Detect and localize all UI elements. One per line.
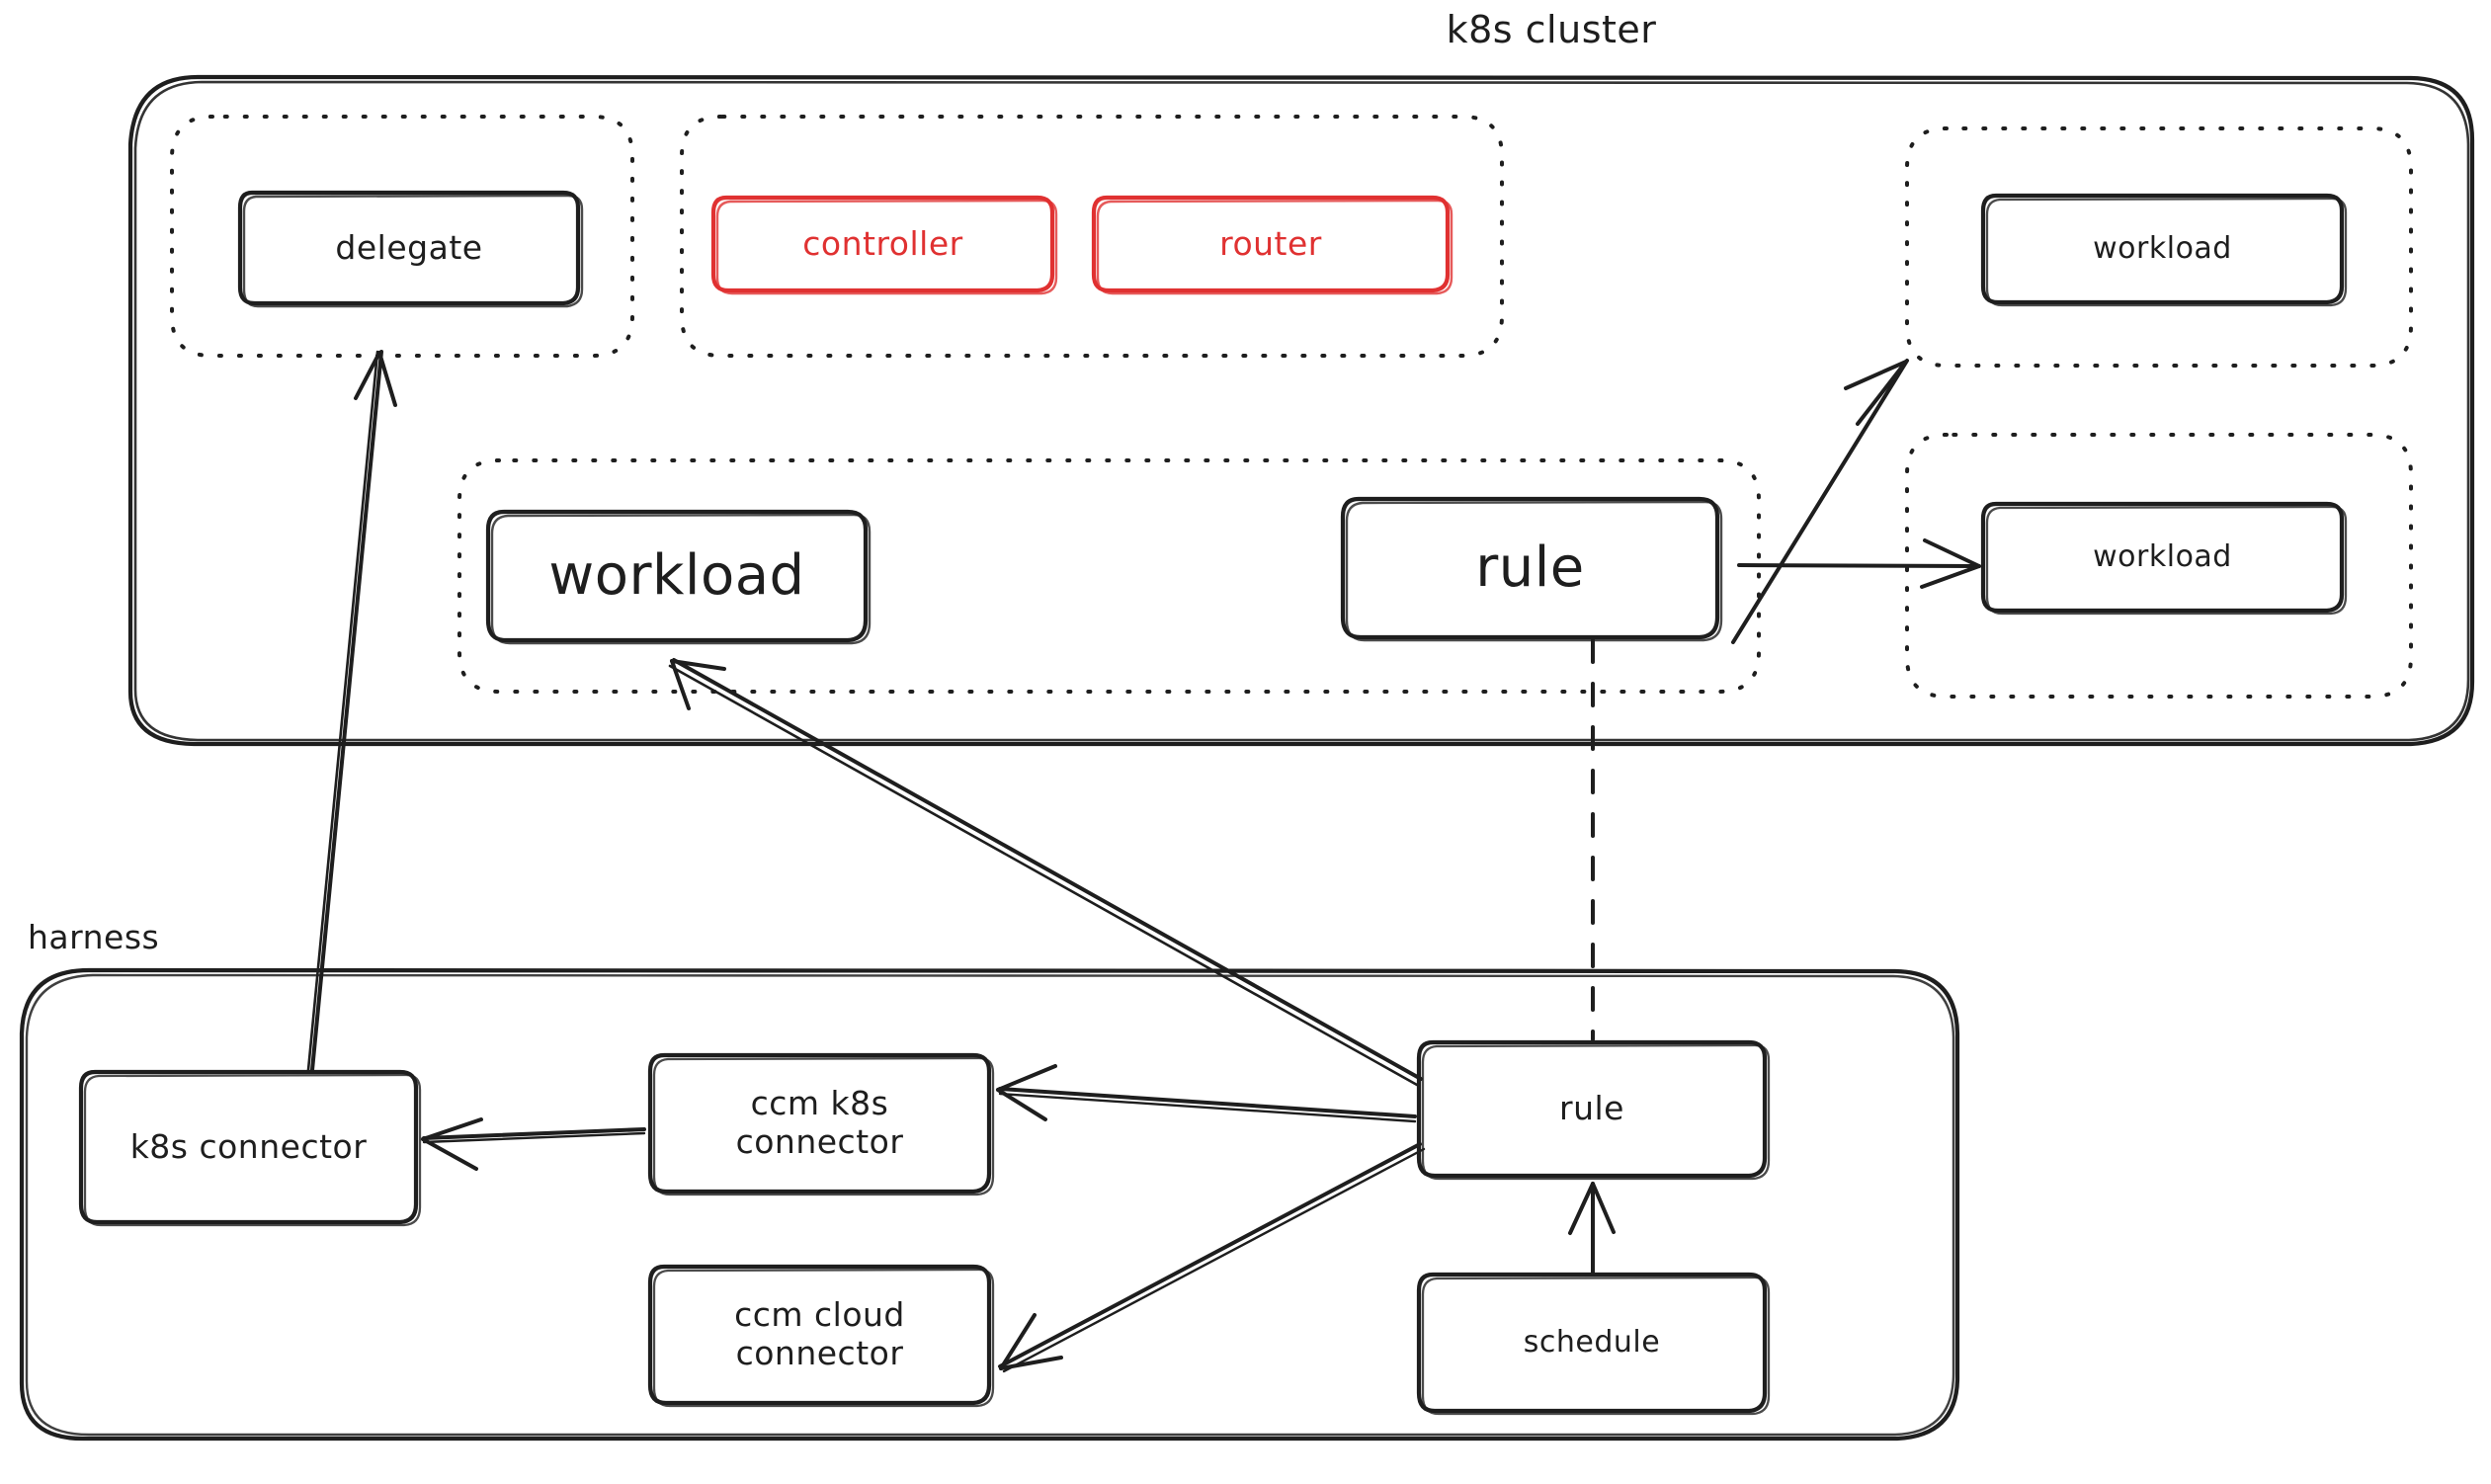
node-router[interactable] bbox=[1091, 195, 1453, 295]
container-k8s-cluster[interactable] bbox=[127, 74, 2475, 747]
edge-rule-harness-to-ccm-cloud-connector bbox=[998, 1142, 1426, 1373]
node-controller[interactable] bbox=[710, 195, 1058, 295]
group-workload-top-right bbox=[1905, 126, 2413, 368]
node-ccm-cloud-connector[interactable] bbox=[647, 1264, 995, 1408]
container-harness[interactable] bbox=[19, 967, 1960, 1442]
edge-ccm-k8s-connector-to-k8s-connector bbox=[421, 1117, 646, 1171]
edge-rule-harness-to-ccm-k8s-connector bbox=[996, 1064, 1417, 1123]
node-delegate[interactable] bbox=[237, 190, 584, 308]
group-workload-rule bbox=[457, 458, 1761, 694]
node-k8s-connector[interactable] bbox=[78, 1069, 422, 1227]
node-schedule[interactable] bbox=[1416, 1272, 1771, 1416]
edge-rule-cluster-to-workload-bottom-right bbox=[1737, 538, 1981, 589]
node-rule-harness[interactable] bbox=[1416, 1039, 1771, 1181]
edge-k8s-connector-to-delegate bbox=[306, 350, 397, 1072]
node-workload-top-right[interactable] bbox=[1980, 193, 2348, 307]
edge-rule-cluster-to-workload-top-right bbox=[1731, 359, 1909, 644]
node-workload-center[interactable] bbox=[485, 509, 872, 645]
node-rule-cluster[interactable] bbox=[1340, 496, 1723, 642]
node-workload-bottom-right[interactable] bbox=[1980, 501, 2348, 616]
edge-schedule-to-rule-harness bbox=[1568, 1182, 1616, 1275]
node-ccm-k8s-connector[interactable] bbox=[647, 1052, 995, 1196]
group-control-plane bbox=[680, 115, 1504, 358]
edge-rule-harness-to-workload-center bbox=[668, 658, 1423, 1087]
